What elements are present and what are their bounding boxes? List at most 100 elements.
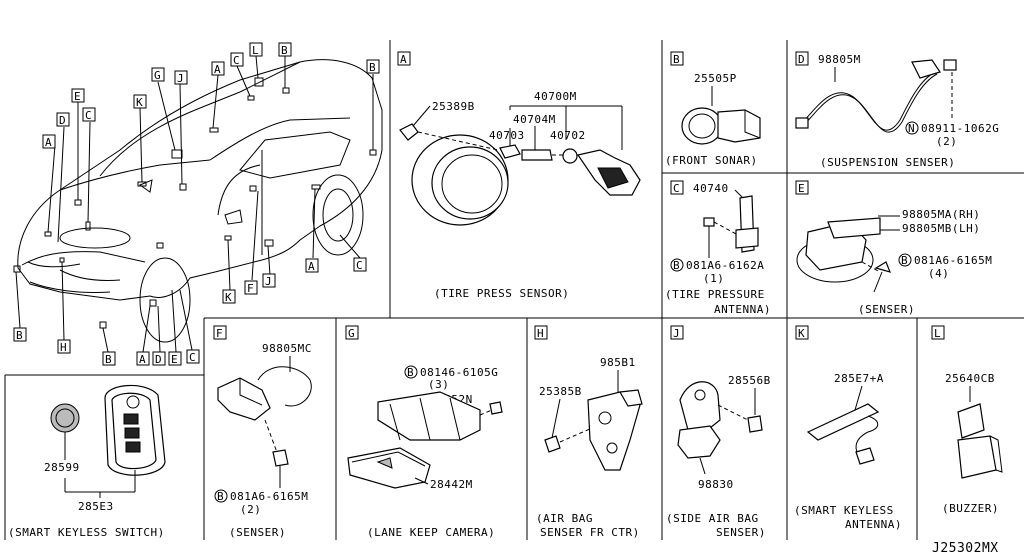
part-285e3: 285E3 [78,500,114,513]
callout-d2: D [155,353,162,366]
part-98805mb: 98805MB(LH) [902,222,980,235]
part-08911-1062g: 08911-1062G [921,122,999,135]
panel-a-letter: A [400,53,407,66]
part-081a6-6162a: 081A6-6162A [686,259,764,272]
panel-keyless-caption: (SMART KEYLESS SWITCH) [8,526,165,539]
part-08911-1062g-qty: (2) [936,135,957,148]
panel-grid [4,40,1024,540]
panel-b-front-sonar: B 25505P (FRONT SONAR) [665,51,761,167]
panel-smart-keyless-switch: 28599 285E3 (SMART KEYLESS SWITCH) [8,384,166,539]
part-40704m: 40704M [513,113,556,126]
panel-f-letter: F [216,327,223,340]
part-081a6-6165m-e-qty: (4) [928,267,949,280]
panel-l-buzzer: L 25640CB (BUZZER) [931,325,1003,515]
part-28442m: 28442M [430,478,473,491]
callout-c2: C [233,54,240,67]
part-081a6-6165m-f: 081A6-6165M [230,490,308,503]
vehicle-overview [13,55,383,353]
part-25505p: 25505P [694,72,737,85]
panel-e-bolt-mark: B [901,254,908,267]
vehicle-callouts: A D E C K G J A C L B B A C J F K B H B … [13,42,380,366]
callout-l1: L [252,44,259,57]
callout-j1: J [177,72,184,85]
callout-c3: C [356,259,363,272]
panel-e-senser: E 98805MA(RH) 98805MB(LH) B 081A6-6165M … [795,180,992,316]
part-28599: 28599 [44,461,80,474]
panel-c-tire-pressure-antenna: C 40740 B 081A6-6162A (1) (TIRE PRESSURE… [665,180,770,316]
panel-h-caption-1: (AIR BAG [536,512,593,525]
part-081a6-6162a-qty: (1) [703,272,724,285]
diagram-number: J25302MX [932,541,999,556]
panel-b-caption: (FRONT SONAR) [665,154,758,167]
part-08146-6105g-qty: (3) [428,378,449,391]
part-98830: 98830 [698,478,734,491]
panel-g-letter: G [348,327,355,340]
part-081a6-6165m-e: 081A6-6165M [914,254,992,267]
callout-b1: B [281,44,288,57]
panel-j-caption-2: SENSER) [716,526,766,539]
panel-g-bolt-mark: B [407,366,414,379]
panel-k-letter: K [798,327,805,340]
panel-e-letter: E [798,182,805,195]
part-285e7a: 285E7+A [834,372,884,385]
panel-h-caption-2: SENSER FR CTR) [540,526,640,539]
part-98805mc: 98805MC [262,342,312,355]
callout-a3: A [308,260,315,273]
panel-g-lane-keep-camera: G B 08146-6105G (3) 28452N 28442M (LANE … [345,325,503,539]
panel-d-caption: (SUSPENSION SENSER) [820,156,955,169]
panel-j-caption-1: (SIDE AIR BAG [666,512,759,525]
panel-l-letter: L [934,327,941,340]
panel-h-letter: H [537,327,544,340]
panel-f-caption: (SENSER) [229,526,286,539]
panel-k-caption-2: ANTENNA) [845,518,902,531]
panel-d-suspension-senser: D 98805M N 08911-1062G (2) (SUSPENSION S… [795,51,999,169]
part-08146-6105g: 08146-6105G [420,366,498,379]
panel-j-letter: J [673,327,680,340]
panel-k-smart-keyless-antenna: K 285E7+A (SMART KEYLESS ANTENNA) [794,325,902,531]
callout-c4: C [189,351,196,364]
panel-k-caption-1: (SMART KEYLESS [794,504,894,517]
part-25640cb: 25640CB [945,372,995,385]
callout-a1: A [45,136,52,149]
part-985b1: 985B1 [600,356,636,369]
callout-a2: A [214,63,221,76]
callout-b4: B [105,353,112,366]
part-40703: 40703 [489,129,525,142]
callout-j2: J [265,275,272,288]
part-98805ma: 98805MA(RH) [902,208,980,221]
callout-e1: E [74,90,81,103]
callout-k1: K [136,96,143,109]
part-98805m: 98805M [818,53,861,66]
part-25385b: 25385B [539,385,582,398]
callout-g1: G [154,69,161,82]
panel-c-bolt-mark: B [673,259,680,272]
panel-c-caption-1: (TIRE PRESSURE [665,288,765,301]
part-28556b: 28556B [728,374,771,387]
callout-e2: E [171,353,178,366]
callout-k2: K [225,291,232,304]
callout-b3: B [16,329,23,342]
panel-e-caption: (SENSER) [858,303,915,316]
panel-a-tire-press-sensor: A 25389B 40700M 40704M 40703 40702 (TIRE… [397,51,641,300]
part-40700m: 40700M [534,90,577,103]
panel-b-letter: B [673,53,680,66]
callout-c1: C [85,109,92,122]
panel-f-senser: F 98805MC B 081A6-6165M (2) (SENSER) [213,325,312,539]
panel-c-letter: C [673,182,680,195]
panel-h-air-bag-senser-fr-ctr: H 985B1 25385B (AIR BAG SENSER FR CTR) [534,325,643,539]
panel-f-bolt-mark: B [217,490,224,503]
part-40702: 40702 [550,129,586,142]
callout-b2: B [369,61,376,74]
callout-d1: D [59,114,66,127]
part-25389b: 25389B [432,100,475,113]
panel-d-nut-mark: N [908,122,915,135]
panel-a-caption: (TIRE PRESS SENSOR) [434,287,569,300]
panel-g-caption: (LANE KEEP CAMERA) [367,526,495,539]
panel-d-letter: D [798,53,805,66]
callout-f1: F [247,282,254,295]
callout-a4: A [139,353,146,366]
part-40740: 40740 [693,182,729,195]
panel-j-side-air-bag-senser: J 28556B 98830 (SIDE AIR BAG SENSER) [666,325,771,539]
panel-l-caption: (BUZZER) [942,502,999,515]
